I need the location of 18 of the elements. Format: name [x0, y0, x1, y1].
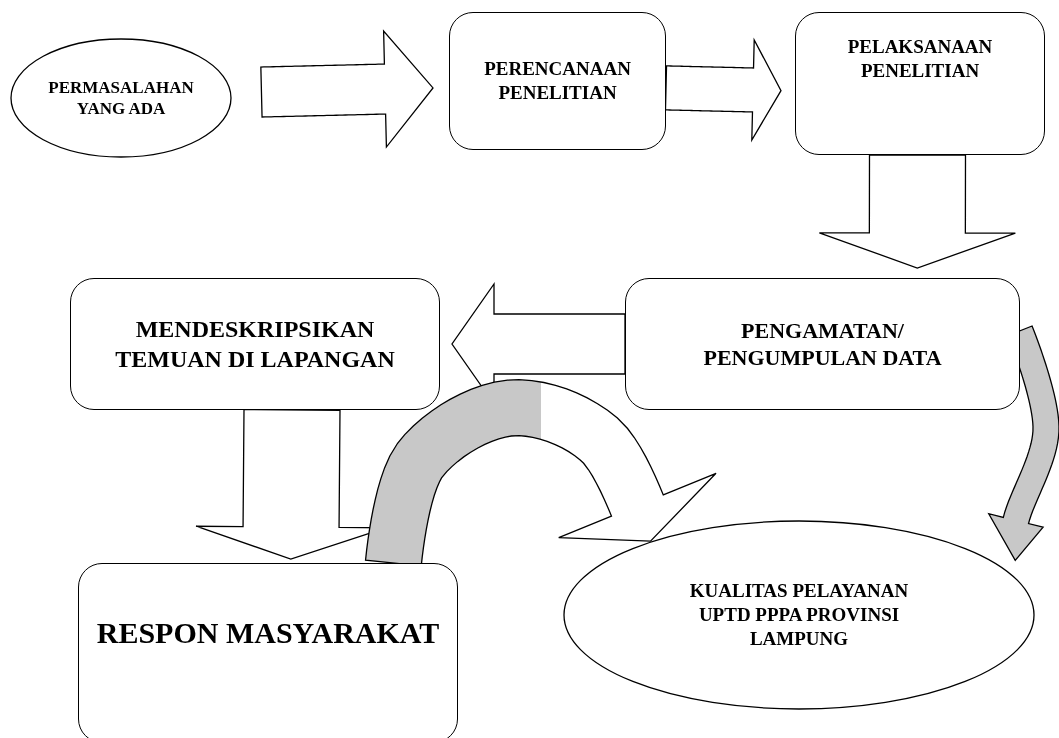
node-label: PERMASALAHAN YANG ADA	[47, 76, 195, 120]
node-label: PERENCANAAN PENELITIAN	[483, 57, 632, 105]
process-box	[449, 12, 666, 150]
process-box	[78, 563, 458, 738]
process-box	[795, 12, 1045, 155]
node-label: PELAKSANAAN PENELITIAN	[846, 34, 994, 83]
node-label: PENGAMATAN/ PENGUMPULAN DATA	[702, 316, 943, 372]
node-label: MENDESKRIPSIKAN TEMUAN DI LAPANGAN	[114, 315, 396, 374]
block-arrow	[818, 154, 1016, 269]
process-box	[625, 278, 1020, 410]
curved-block-arrow	[987, 325, 1059, 562]
node-label: KUALITAS PELAYANAN UPTD PPPA PROVINSI LAMPUNG	[688, 579, 910, 651]
block-arrow	[664, 37, 782, 143]
node-label: RESPON MASYARAKAT	[96, 615, 440, 652]
process-ellipse	[563, 520, 1035, 710]
process-box	[70, 278, 440, 410]
process-ellipse	[10, 38, 232, 158]
block-arrow	[260, 29, 434, 149]
